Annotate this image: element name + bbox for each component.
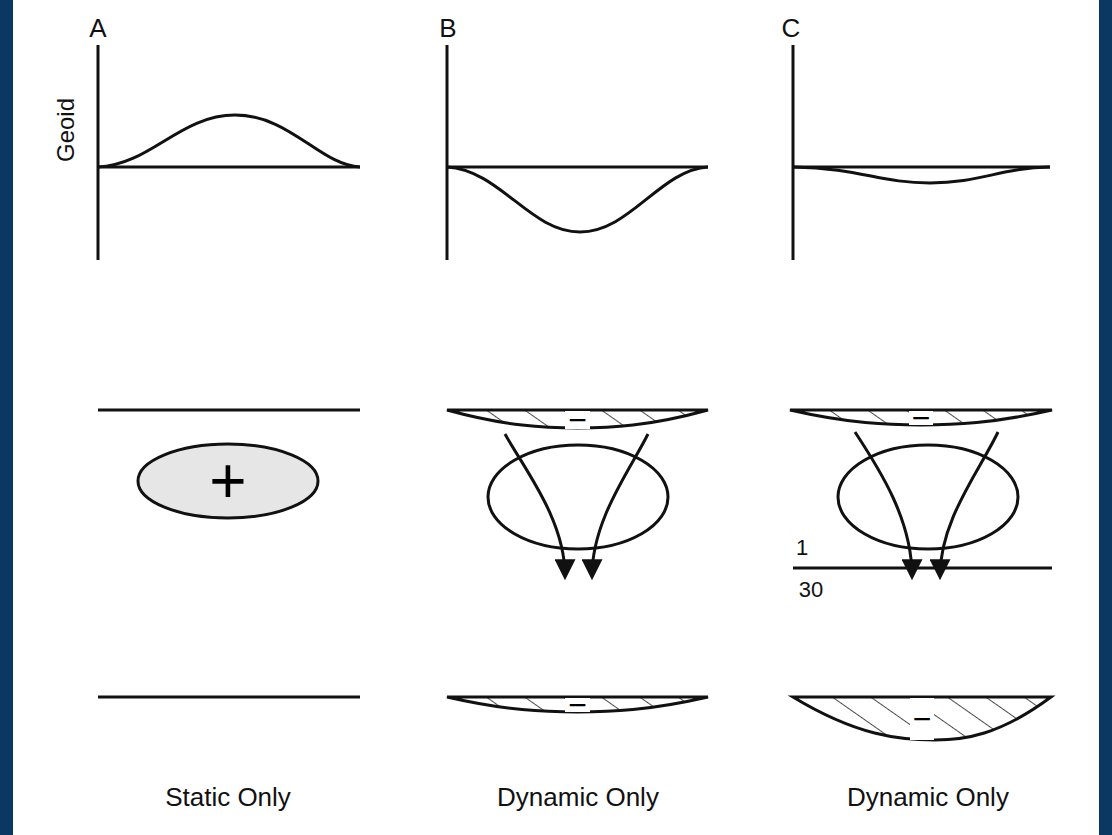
panel-caption: Dynamic Only — [497, 783, 659, 812]
density-anomaly: + — [138, 444, 318, 518]
panel-caption: Static Only — [165, 783, 291, 812]
boundary-deflection: − — [790, 410, 1052, 426]
negative-sign: − — [909, 411, 934, 425]
boundary-deflection: − — [793, 697, 1051, 741]
viscosity-label: 30 — [799, 578, 823, 602]
panel-letter: A — [89, 14, 106, 43]
viscosity-label: 1 — [796, 536, 808, 560]
axis-title: Geoid — [53, 98, 79, 162]
negative-sign: − — [910, 698, 935, 740]
panel-letter: C — [782, 14, 801, 43]
boundary-deflection: − — [447, 410, 708, 430]
panel-letter: B — [439, 14, 456, 43]
boundary-deflection: − — [447, 697, 708, 713]
negative-sign: − — [565, 411, 590, 429]
negative-sign: − — [565, 698, 590, 712]
panel-caption: Dynamic Only — [847, 783, 1009, 812]
positive-sign: + — [209, 449, 246, 513]
